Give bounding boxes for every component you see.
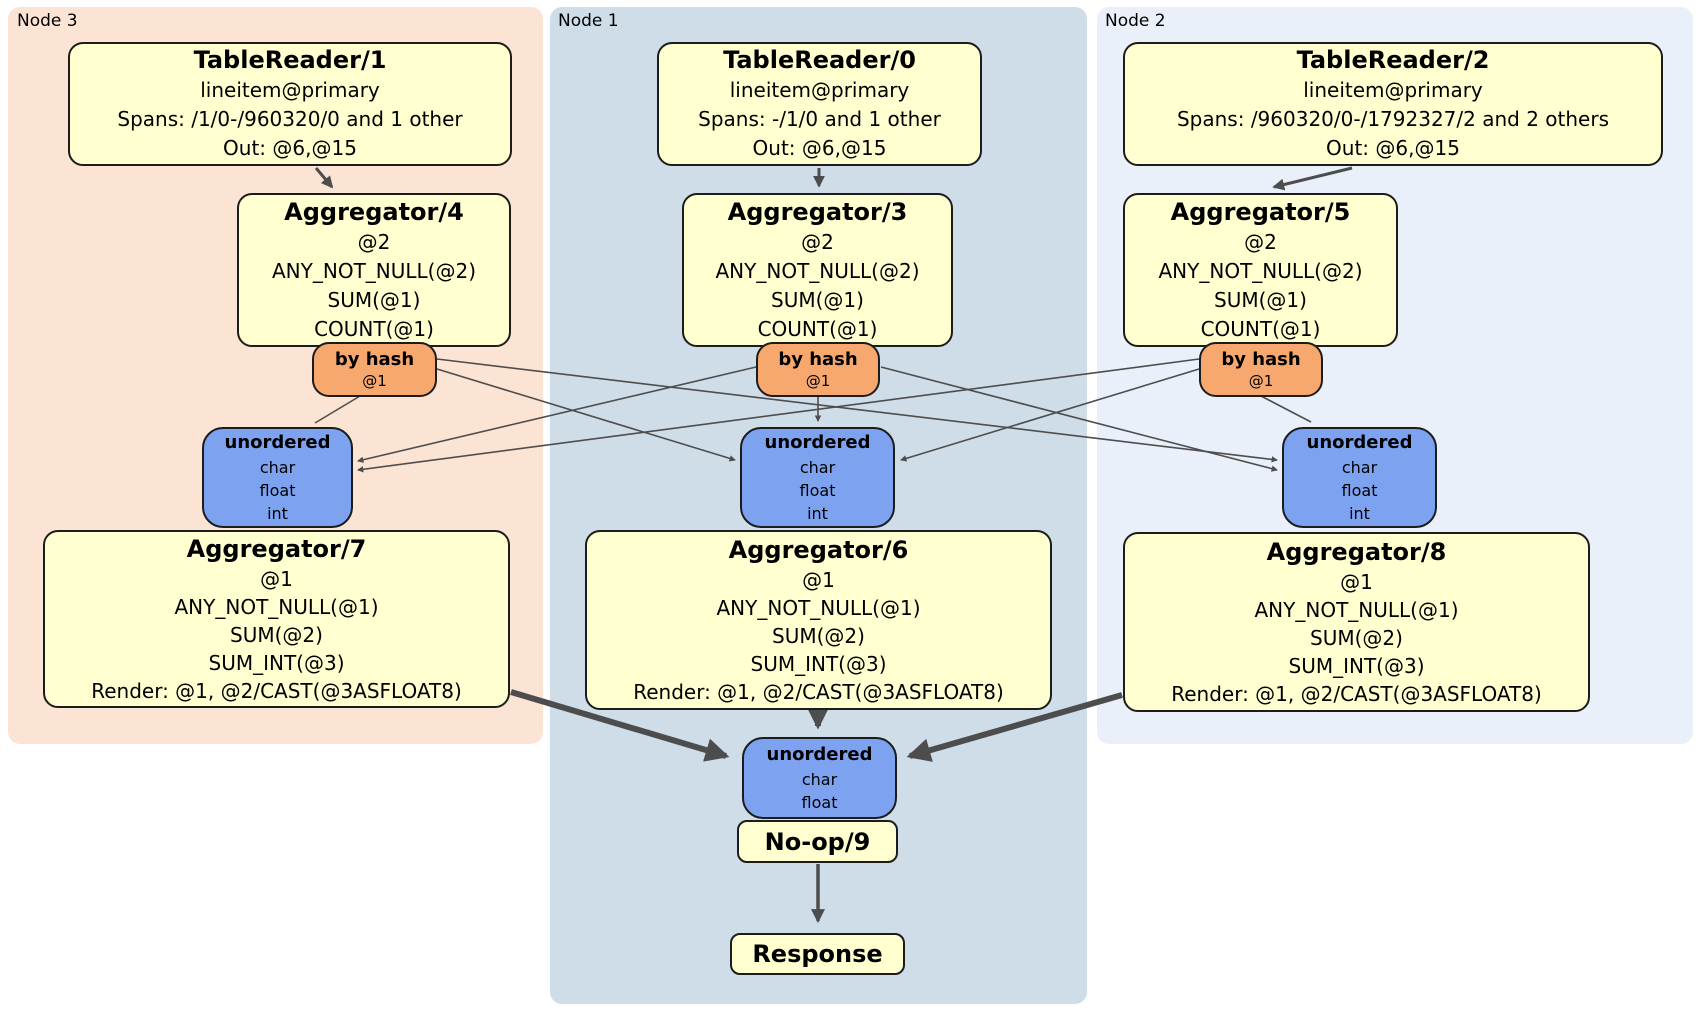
sync-type: float — [799, 481, 836, 500]
aggregator-5-box: Aggregator/5 @2 ANY_NOT_NULL(@2) SUM(@1)… — [1123, 193, 1398, 347]
node1-label: Node 1 — [558, 11, 619, 31]
aggregator-6-line: ANY_NOT_NULL(@1) — [716, 595, 921, 620]
table-reader-2-out: Out: @6,@15 — [1326, 136, 1460, 160]
table-reader-0-index: lineitem@primary — [729, 78, 910, 102]
table-reader-1-spans: Spans: /1/0-/960320/0 and 1 other — [117, 107, 463, 131]
sync-type: char — [259, 458, 296, 477]
aggregator-8-line: @1 — [1340, 569, 1373, 594]
hash-router-node1-key: @1 — [805, 372, 831, 390]
unordered-sync-node2-title: unordered — [1306, 432, 1413, 453]
aggregator-8-line: SUM(@2) — [1310, 625, 1403, 650]
node3-label: Node 3 — [17, 11, 78, 31]
hash-router-node1: by hash @1 — [756, 342, 880, 397]
aggregator-6-line: SUM_INT(@3) — [750, 651, 887, 676]
aggregator-3-line: COUNT(@1) — [757, 316, 878, 341]
aggregator-3-box: Aggregator/3 @2 ANY_NOT_NULL(@2) SUM(@1)… — [682, 193, 953, 347]
sync-type: char — [801, 770, 838, 789]
aggregator-5-line: COUNT(@1) — [1200, 316, 1321, 341]
aggregator-6-render: Render: @1, @2/CAST(@3ASFLOAT8) — [633, 679, 1004, 704]
aggregator-6-line: SUM(@2) — [772, 623, 865, 648]
node2-label: Node 2 — [1105, 11, 1166, 31]
unordered-sync-node3-title: unordered — [224, 432, 331, 453]
aggregator-4-line: @2 — [357, 229, 391, 254]
unordered-sync-node2: unordered char float int — [1282, 427, 1437, 528]
aggregator-8-title: Aggregator/8 — [1266, 537, 1447, 566]
unordered-sync-final: unordered char float — [742, 737, 897, 819]
sync-type: int — [807, 504, 828, 523]
aggregator-3-title: Aggregator/3 — [727, 197, 908, 226]
hash-router-node2-key: @1 — [1248, 372, 1274, 390]
sync-type: float — [259, 481, 296, 500]
aggregator-6-line: @1 — [802, 567, 835, 592]
table-reader-2-title: TableReader/2 — [1296, 46, 1490, 74]
hash-router-node3-title: by hash — [334, 349, 415, 370]
sync-type: int — [267, 504, 288, 523]
hash-router-node3-key: @1 — [362, 372, 387, 390]
aggregator-7-line: ANY_NOT_NULL(@1) — [174, 594, 379, 619]
table-reader-0-out: Out: @6,@15 — [752, 136, 887, 160]
unordered-sync-node1: unordered char float int — [740, 427, 895, 528]
aggregator-8-line: SUM_INT(@3) — [1288, 653, 1425, 678]
table-reader-1-out: Out: @6,@15 — [223, 136, 357, 160]
sync-type: float — [801, 793, 838, 812]
response-label: Response — [752, 940, 883, 968]
aggregator-8-render: Render: @1, @2/CAST(@3ASFLOAT8) — [1171, 681, 1542, 706]
table-reader-0-title: TableReader/0 — [723, 46, 916, 74]
sync-type: float — [1341, 481, 1378, 500]
aggregator-5-line: SUM(@1) — [1214, 287, 1307, 312]
table-reader-1-index: lineitem@primary — [200, 78, 380, 102]
hash-router-node2-title: by hash — [1221, 349, 1301, 370]
hash-router-node2: by hash @1 — [1199, 342, 1323, 397]
unordered-sync-node1-title: unordered — [764, 432, 871, 453]
table-reader-2-index: lineitem@primary — [1303, 78, 1483, 102]
aggregator-7-box: Aggregator/7 @1 ANY_NOT_NULL(@1) SUM(@2)… — [43, 530, 510, 708]
table-reader-1-box: TableReader/1 lineitem@primary Spans: /1… — [68, 42, 512, 166]
sync-type: char — [799, 458, 836, 477]
noop-box: No-op/9 — [737, 820, 898, 863]
table-reader-0-box: TableReader/0 lineitem@primary Spans: -/… — [657, 42, 982, 166]
unordered-sync-node3: unordered char float int — [202, 427, 353, 528]
aggregator-3-line: ANY_NOT_NULL(@2) — [715, 258, 920, 283]
aggregator-7-title: Aggregator/7 — [186, 534, 367, 563]
unordered-sync-final-title: unordered — [766, 744, 873, 765]
table-reader-0-spans: Spans: -/1/0 and 1 other — [698, 107, 941, 131]
aggregator-4-title: Aggregator/4 — [284, 197, 464, 226]
hash-router-node1-title: by hash — [778, 349, 858, 370]
aggregator-4-line: COUNT(@1) — [314, 316, 434, 341]
aggregator-8-line: ANY_NOT_NULL(@1) — [1254, 597, 1459, 622]
response-box: Response — [730, 933, 905, 975]
table-reader-1-title: TableReader/1 — [193, 46, 387, 74]
aggregator-3-line: @2 — [801, 229, 834, 254]
aggregator-5-line: @2 — [1244, 229, 1277, 254]
noop-label: No-op/9 — [764, 827, 871, 856]
aggregator-3-line: SUM(@1) — [771, 287, 864, 312]
aggregator-4-line: SUM(@1) — [327, 287, 421, 312]
aggregator-5-line: ANY_NOT_NULL(@2) — [1158, 258, 1363, 283]
aggregator-7-line: @1 — [260, 566, 293, 591]
sync-type: int — [1349, 504, 1370, 523]
aggregator-6-title: Aggregator/6 — [728, 535, 909, 564]
sync-type: char — [1341, 458, 1378, 477]
aggregator-7-line: SUM_INT(@3) — [208, 650, 345, 675]
aggregator-7-render: Render: @1, @2/CAST(@3ASFLOAT8) — [91, 678, 462, 703]
table-reader-2-spans: Spans: /960320/0-/1792327/2 and 2 others — [1176, 107, 1609, 131]
table-reader-2-box: TableReader/2 lineitem@primary Spans: /9… — [1123, 42, 1663, 166]
aggregator-6-box: Aggregator/6 @1 ANY_NOT_NULL(@1) SUM(@2)… — [585, 530, 1052, 710]
aggregator-7-line: SUM(@2) — [230, 622, 323, 647]
aggregator-4-box: Aggregator/4 @2 ANY_NOT_NULL(@2) SUM(@1)… — [237, 193, 511, 347]
aggregator-8-box: Aggregator/8 @1 ANY_NOT_NULL(@1) SUM(@2)… — [1123, 532, 1590, 712]
hash-router-node3: by hash @1 — [312, 342, 437, 397]
aggregator-4-line: ANY_NOT_NULL(@2) — [272, 258, 476, 283]
aggregator-5-title: Aggregator/5 — [1170, 197, 1351, 226]
